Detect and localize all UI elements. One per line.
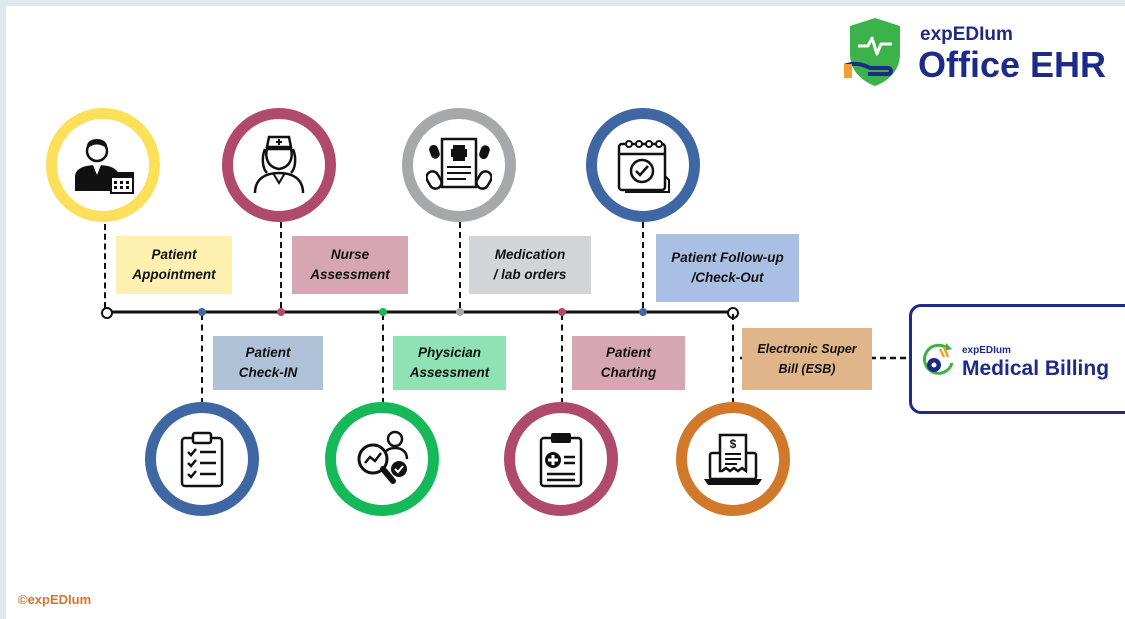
timeline-dot-2 [198,308,206,316]
step-label-line1: Electronic Super [757,342,857,356]
shield-heartbeat-icon [844,18,900,86]
medical-billing-box: expEDIum Medical Billing [909,304,1125,414]
magnifier-analysis-icon [357,430,409,484]
step-circle-electronic-super-bill: $ [676,402,790,516]
connector-8 [732,314,734,404]
step-label-line2: Check-IN [238,365,298,380]
step-label-line2: /Check-Out [691,270,764,285]
office-ehr-logo: expEDIum Office EHR [844,14,1124,94]
nurse-icon [253,135,305,194]
step-label-line2: / lab orders [493,267,567,282]
step-label-line2: Charting [600,365,657,380]
timeline-dot-6 [558,308,566,316]
connector-1 [104,224,106,308]
step-circle-patient-appointment [46,108,160,222]
step-label-medication-lab-orders: Medication / lab orders [469,236,591,294]
gear-refresh-icon [923,343,954,375]
step-label-line1: Nurse [330,247,370,262]
step-label-line1: Patient Follow-up [671,250,784,265]
step-label-line2: Assessment [310,267,390,282]
prescription-pills-icon [426,137,492,190]
connector-3 [280,222,282,308]
step-label-patient-follow-up: Patient Follow-up /Check-Out [656,234,799,302]
patient-calendar-icon [75,139,134,194]
timeline-start [101,307,113,319]
invoice-laptop-icon: $ [704,433,762,485]
connector-5 [459,222,461,308]
step-label-line2: Bill (ESB) [778,362,836,376]
timeline-dot-3 [277,308,285,316]
step-label-patient-check-in: Patient Check-IN [213,336,323,390]
svg-text:$: $ [730,437,737,451]
calendar-check-icon [617,140,670,193]
step-circle-physician-assessment [325,402,439,516]
step-label-line1: Patient [245,345,291,360]
step-label-line1: Medication [494,247,566,262]
timeline-dot-7 [639,308,647,316]
connector-6 [561,314,563,404]
step-label-electronic-super-bill: Electronic Super Bill (ESB) [742,328,872,390]
medical-billing-product: Medical Billing [962,357,1110,380]
step-label-nurse-assessment: Nurse Assessment [292,236,408,294]
step-label-line1: Patient [151,247,197,262]
step-label-physician-assessment: Physician Assessment [393,336,506,390]
timeline-dot-4 [379,308,387,316]
timeline-dot-5 [456,308,464,316]
step-label-line2: Appointment [132,267,216,282]
step-label-patient-charting: Patient Charting [572,336,685,390]
office-ehr-brand: expEDIum [920,24,1013,45]
step-circle-patient-charting [504,402,618,516]
step-label-line2: Assessment [409,365,490,380]
connector-2 [201,314,203,404]
step-circle-nurse-assessment [222,108,336,222]
medical-billing-brand: expEDIum [962,345,1011,356]
medical-chart-icon [539,433,583,488]
connector-7 [642,222,644,308]
step-circle-patient-check-in [145,402,259,516]
office-ehr-product: Office EHR [918,44,1107,85]
step-label-line1: Physician [417,345,482,360]
workflow-diagram: expEDIum Office EHR Patient Appointme [6,6,1125,619]
step-circle-medication-lab-orders [402,108,516,222]
clipboard-checklist-icon [180,431,224,488]
step-circle-patient-follow-up [586,108,700,222]
copyright-text: ©expEDIum [18,592,92,607]
step-label-line1: Patient [605,345,651,360]
step-label-patient-appointment: Patient Appointment [116,236,232,294]
connector-4 [382,314,384,404]
